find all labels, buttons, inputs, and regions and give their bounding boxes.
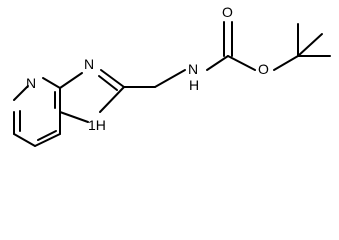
bond-pyr-c7a-c4 [42,77,61,89]
atom-imidazole-n3: N [84,56,94,72]
bond-pyr-double-2 [37,130,57,141]
bond-im-n1-c2 [99,86,125,113]
atom-carbamate-n: N [188,61,198,77]
atom-carbonyl-o: O [222,4,233,20]
bond-pyr-n-c4 [13,85,29,101]
bond-im-c3a-n3 [59,72,83,89]
bond-im-c2-n3-double [98,75,118,91]
bond-im-c7a-n1 [59,111,89,123]
bond-c-o-ester [227,55,256,71]
bond-pyr-c6-c7 [34,133,61,147]
atom-pyridine-n: N [26,75,36,91]
bond-cq-me-bottom [297,33,323,57]
atom-ester-o: O [258,61,269,77]
atom-carbamate-h: H [189,77,199,93]
atom-imidazole-nh-h: 1H [88,117,106,133]
bond-pyr-c5-c6 [13,133,36,147]
bond-ch2-nh [154,69,186,88]
bond-im-c2-n3 [100,69,125,88]
bond-o-cq [273,55,299,71]
structure-canvas: N N 1H N H O O [13,4,331,147]
bond-nh-c [206,55,229,71]
molecule-diagram: N N 1H N H O O [13,4,331,147]
